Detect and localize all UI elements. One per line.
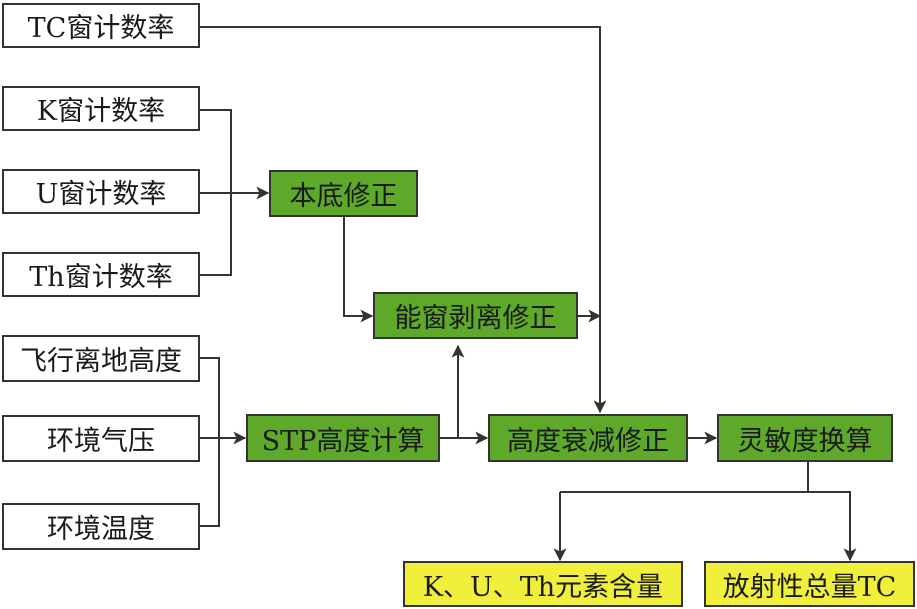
input-ambient-pressure: 环境气压	[2, 415, 200, 462]
arrow-background-to-stripping	[343, 217, 374, 323]
output-total-radioactivity-tc: 放射性总量TC	[704, 561, 915, 607]
input-tc-window-rate: TC窗计数率	[2, 3, 200, 48]
arrow-tc-to-attenuation	[200, 26, 601, 412]
step-altitude-attenuation-correction: 高度衰减修正	[488, 414, 688, 462]
step-energy-window-stripping: 能窗剥离修正	[373, 292, 578, 339]
input-k-window-rate: K窗计数率	[2, 86, 200, 131]
step-sensitivity-conversion: 灵敏度换算	[717, 414, 893, 462]
step-background-correction: 本底修正	[269, 170, 418, 217]
input-th-window-rate: Th窗计数率	[2, 252, 200, 297]
output-k-u-th-content: K、U、Th元素含量	[403, 561, 683, 607]
arrow-to-total-count	[808, 491, 857, 562]
step-stp-height-calculation: STP高度计算	[246, 414, 440, 462]
line-sensitivity-split	[560, 462, 809, 493]
input-ambient-temperature: 环境温度	[2, 503, 200, 550]
input-u-window-rate: U窗计数率	[2, 169, 200, 214]
input-flight-height: 飞行离地高度	[2, 335, 200, 382]
bracket-height-pressure-temp	[200, 357, 220, 527]
arrow-stp-to-stripping	[440, 344, 465, 439]
